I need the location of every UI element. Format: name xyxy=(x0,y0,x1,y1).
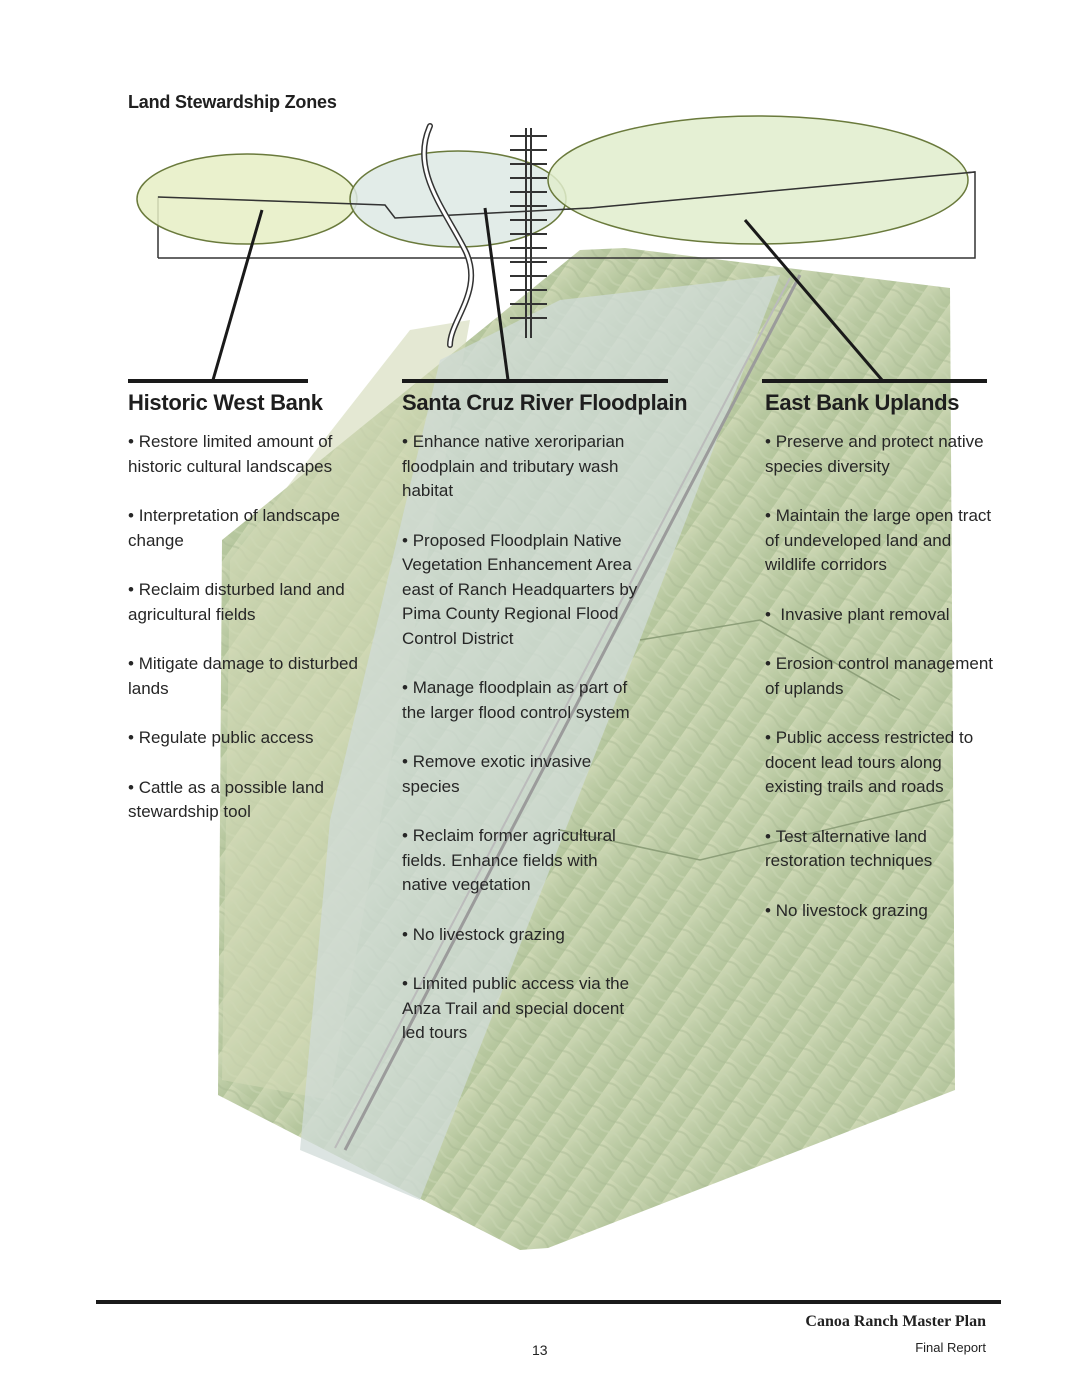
footer-title: Canoa Ranch Master Plan xyxy=(805,1313,986,1330)
leader-west xyxy=(211,209,264,381)
leader-east xyxy=(743,219,884,381)
zone-item: Regulate public access xyxy=(128,726,368,751)
footer-subtitle: Final Report xyxy=(915,1340,986,1355)
zone-column-floodplain: Santa Cruz River Floodplain Enhance nati… xyxy=(402,390,688,1071)
zone-item: Cattle as a possible land stewardship to… xyxy=(128,776,368,825)
zone-item: Maintain the large open tract of undevel… xyxy=(765,504,995,578)
zone-item: Erosion control management of uplands xyxy=(765,652,995,701)
zone-ellipse-east xyxy=(547,115,969,245)
zone-list-floodplain: Enhance native xeroriparian floodplain a… xyxy=(402,430,642,1046)
zone-item: Manage floodplain as part of the larger … xyxy=(402,676,642,725)
zone-item: Reclaim disturbed land and agricultural … xyxy=(128,578,368,627)
zone-item: Mitigate damage to disturbed lands xyxy=(128,652,368,701)
zone-column-west: Historic West Bank Restore limited amoun… xyxy=(128,390,368,850)
zone-item: Public access restricted to docent lead … xyxy=(765,726,995,800)
railroad-ties xyxy=(510,135,547,319)
zone-item: Interpretation of landscape change xyxy=(128,504,368,553)
zone-item: No livestock grazing xyxy=(765,899,995,924)
zone-column-east: East Bank Uplands Preserve and protect n… xyxy=(765,390,995,948)
zone-item: Invasive plant removal xyxy=(765,603,995,628)
map-floodplain xyxy=(300,275,780,1200)
schematic-outline-over xyxy=(157,171,976,219)
zone-item: Test alternative land restoration techni… xyxy=(765,825,995,874)
zone-title-floodplain: Santa Cruz River Floodplain xyxy=(402,390,688,415)
zone-item: Limited public access via the Anza Trail… xyxy=(402,972,642,1046)
footer-rule xyxy=(96,1300,1001,1304)
zone-item: Remove exotic invasive species xyxy=(402,750,642,799)
zone-item: Enhance native xeroriparian floodplain a… xyxy=(402,430,642,504)
zone-item: Restore limited amount of historic cultu… xyxy=(128,430,368,479)
zone-title-west: Historic West Bank xyxy=(128,390,323,415)
zone-item: Preserve and protect native species dive… xyxy=(765,430,995,479)
page-heading: Land Stewardship Zones xyxy=(128,92,337,112)
zone-item: Reclaim former agricultural fields. Enha… xyxy=(402,824,642,898)
zone-list-west: Restore limited amount of historic cultu… xyxy=(128,430,368,825)
zone-list-east: Preserve and protect native species dive… xyxy=(765,430,995,923)
zone-item: Proposed Floodplain Native Vegetation En… xyxy=(402,529,642,652)
zone-ellipse-west xyxy=(136,153,358,245)
zone-item: No livestock grazing xyxy=(402,923,642,948)
zone-title-east: East Bank Uplands xyxy=(765,390,960,415)
page-number: 13 xyxy=(532,1342,548,1358)
leader-floodplain xyxy=(483,207,510,381)
